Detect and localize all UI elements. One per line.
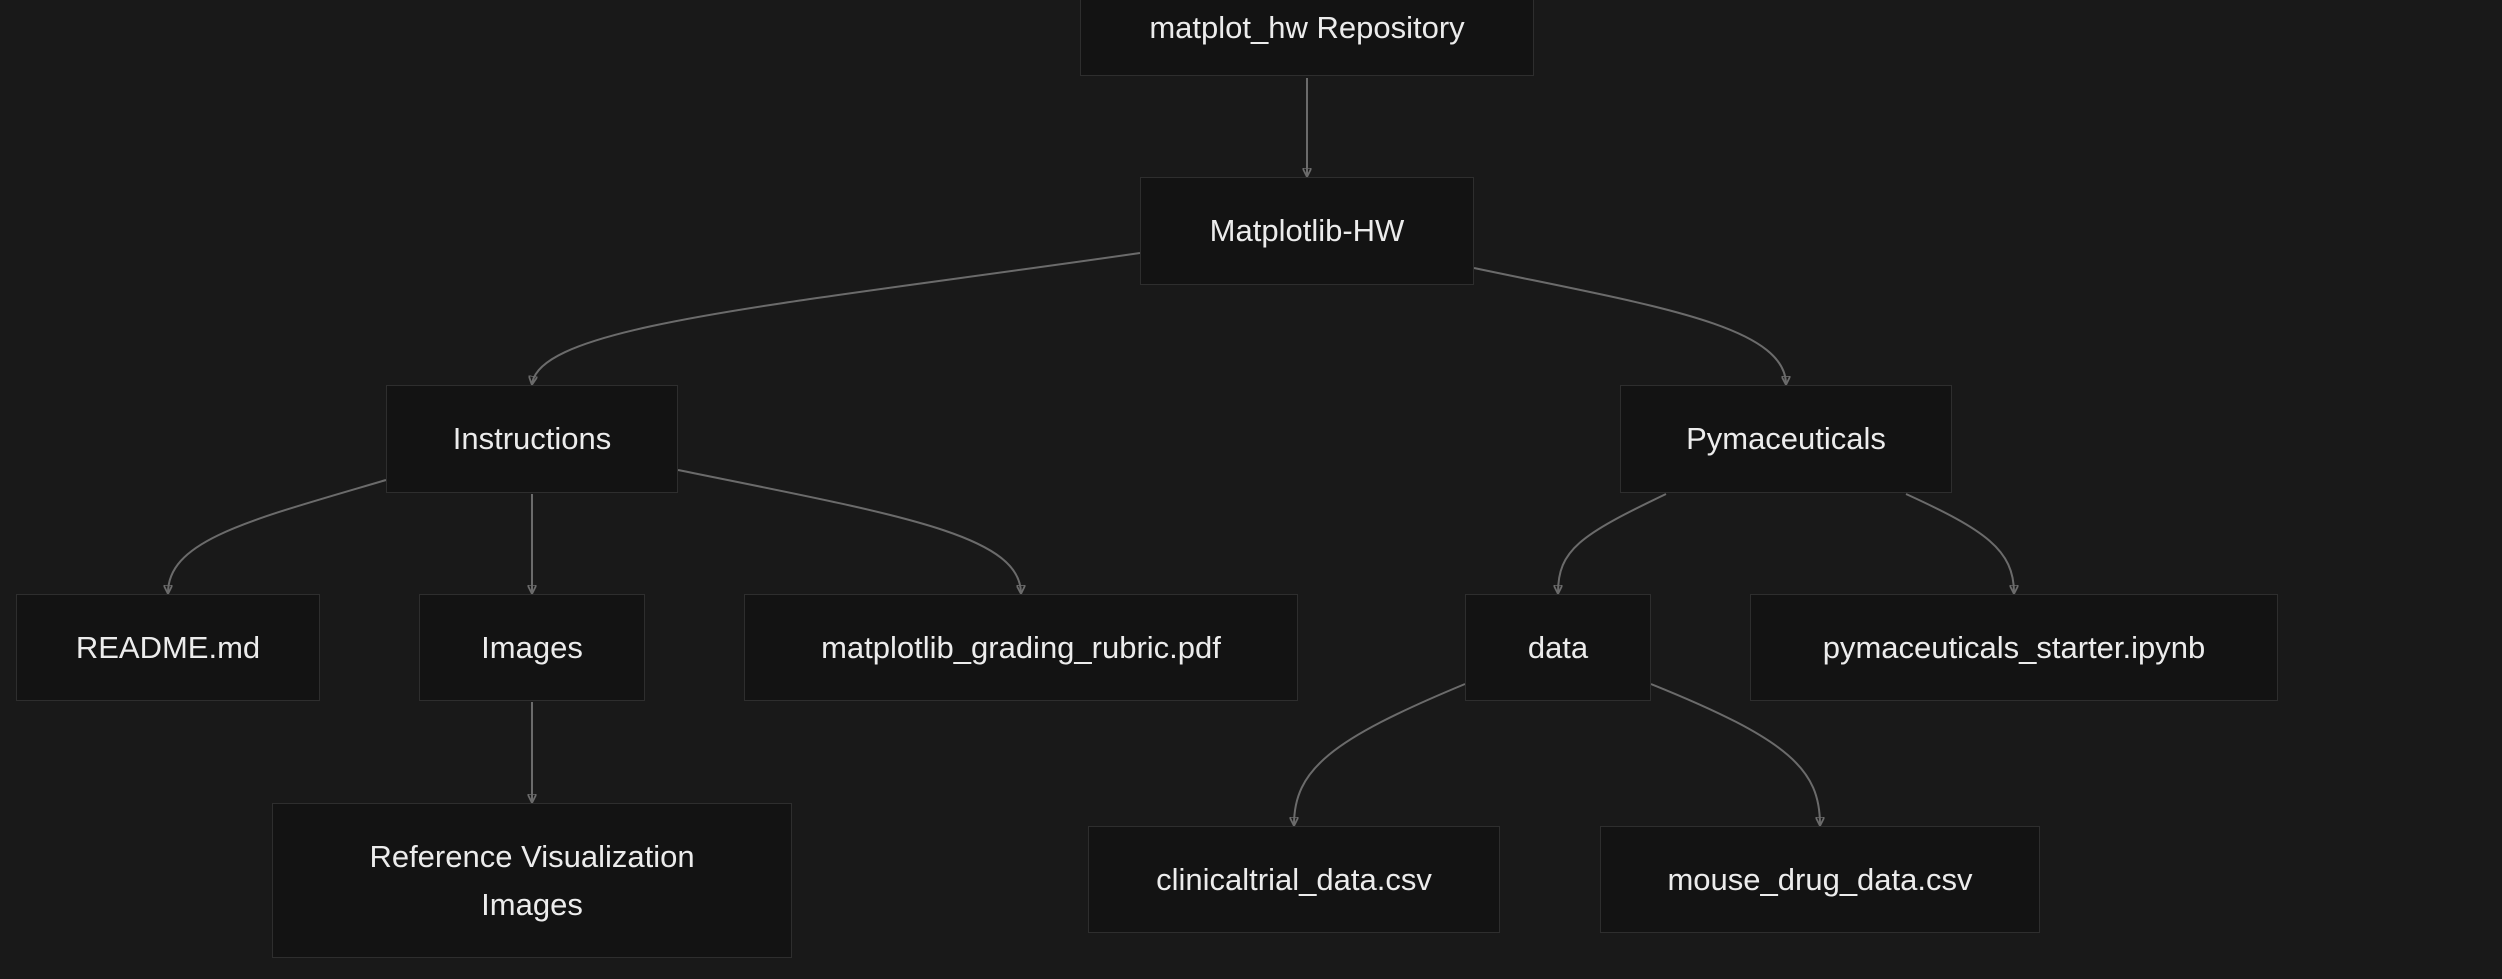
edge-data-to-mouse-drug xyxy=(1650,683,1820,825)
node-reference-images: Reference Visualization Images xyxy=(272,803,792,958)
edge-pymaceuticals-to-starter xyxy=(1905,493,2014,593)
node-rubric-label: matplotlib_grading_rubric.pdf xyxy=(821,629,1221,665)
edge-matplotlib-hw-to-instructions xyxy=(532,252,1141,384)
edge-instructions-to-rubric xyxy=(677,469,1021,593)
node-readme: README.md xyxy=(16,594,320,701)
node-starter-notebook-label: pymaceuticals_starter.ipynb xyxy=(1822,629,2206,665)
node-clinicaltrial-data: clinicaltrial_data.csv xyxy=(1088,826,1500,933)
node-data: data xyxy=(1465,594,1651,701)
node-reference-images-label: Reference Visualization Images xyxy=(369,838,695,922)
node-readme-label: README.md xyxy=(75,629,261,665)
node-instructions: Instructions xyxy=(386,385,678,493)
node-images-label: Images xyxy=(481,629,583,665)
edge-instructions-to-readme xyxy=(168,479,387,593)
node-data-label: data xyxy=(1527,629,1589,665)
node-repository: matplot_hw Repository xyxy=(1080,0,1534,76)
node-instructions-label: Instructions xyxy=(452,421,612,456)
node-matplotlib-hw-label: Matplotlib-HW xyxy=(1209,213,1405,248)
node-clinicaltrial-data-label: clinicaltrial_data.csv xyxy=(1156,861,1432,897)
node-starter-notebook: pymaceuticals_starter.ipynb xyxy=(1750,594,2278,701)
node-mouse-drug-data: mouse_drug_data.csv xyxy=(1600,826,2040,933)
node-mouse-drug-data-label: mouse_drug_data.csv xyxy=(1667,861,1973,897)
node-images: Images xyxy=(419,594,645,701)
node-pymaceuticals: Pymaceuticals xyxy=(1620,385,1952,493)
edge-pymaceuticals-to-data xyxy=(1558,493,1667,593)
edge-matplotlib-hw-to-pymaceuticals xyxy=(1473,267,1786,384)
node-rubric: matplotlib_grading_rubric.pdf xyxy=(744,594,1298,701)
node-repository-label: matplot_hw Repository xyxy=(1149,10,1465,45)
edge-data-to-clinicaltrial xyxy=(1294,683,1466,825)
node-matplotlib-hw: Matplotlib-HW xyxy=(1140,177,1474,285)
node-pymaceuticals-label: Pymaceuticals xyxy=(1686,421,1886,456)
